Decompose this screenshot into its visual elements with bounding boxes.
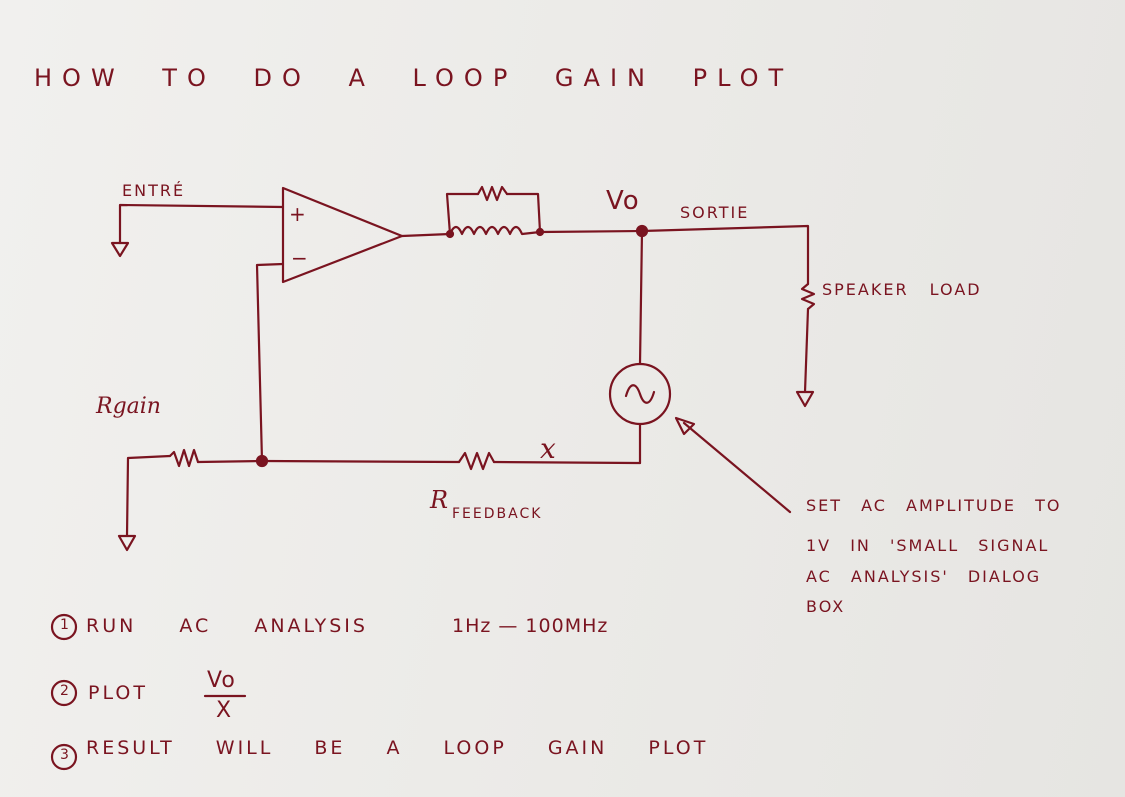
output-inductor — [448, 225, 542, 236]
speaker-load-label: SPEAKER LOAD — [822, 280, 982, 299]
step1-text: RUN AC ANALYSIS — [86, 615, 368, 637]
node-x-label: x — [540, 432, 556, 465]
load-ground-symbol — [795, 390, 815, 408]
load-wire-bottom — [803, 307, 810, 394]
step2-number: 2 — [60, 683, 69, 699]
input-label: ENTRÉ — [122, 181, 186, 200]
input-ground-symbol — [110, 241, 130, 258]
note-line-4: BOX — [806, 597, 846, 616]
vo-label: Vo — [606, 186, 640, 216]
feedback-wire-left — [260, 459, 461, 464]
note-arrow-head — [674, 416, 696, 436]
step1-range: 1Hz — 100MHz — [452, 615, 609, 637]
step1-circle — [50, 613, 78, 641]
speaker-load-resistor — [800, 282, 816, 311]
rgain-ground-symbol — [117, 534, 137, 552]
opamp-plus-label: + — [289, 202, 309, 226]
step3-number: 3 — [60, 747, 69, 763]
rgain-label: Rgain — [96, 394, 161, 419]
opamp-minus-label: − — [291, 246, 311, 270]
opamp-symbol — [281, 186, 404, 284]
opamp-output-wire — [400, 232, 452, 238]
note-line-1: SET AC AMPLITUDE TO — [806, 496, 1062, 515]
step3-text: RESULT WILL BE A LOOP GAIN PLOT — [86, 737, 709, 759]
node-inductor-left — [445, 229, 455, 239]
rfeedback-label: R — [430, 486, 449, 514]
note-arrow-shaft — [682, 421, 792, 514]
input-wire — [118, 203, 285, 245]
step2-fraction-denominator: X — [216, 698, 235, 723]
rgain-wire-right — [196, 459, 264, 464]
rfeedback-subscript: FEEDBACK — [452, 506, 543, 522]
damping-network-right — [505, 192, 542, 234]
step2-text: PLOT — [88, 682, 148, 704]
step3-circle — [50, 743, 78, 771]
step2-circle — [50, 679, 78, 707]
feedback-resistor — [457, 451, 496, 471]
inverting-input-wire — [255, 262, 285, 463]
rgain-wire-left — [125, 454, 172, 538]
damping-resistor — [476, 185, 509, 202]
page-title: HOW TO DO A LOOP GAIN PLOT — [34, 64, 794, 92]
note-line-3: AC ANALYSIS' DIALOG — [806, 567, 1042, 586]
rgain-resistor — [168, 448, 200, 468]
feedback-wire-right — [492, 460, 642, 465]
source-wire-top — [638, 229, 644, 366]
step2-fraction-numerator: Vo — [207, 668, 236, 693]
ac-source-wave — [624, 384, 656, 404]
output-wire — [538, 229, 644, 234]
output-label: SORTIE — [680, 203, 750, 222]
step1-number: 1 — [60, 617, 69, 633]
load-wire-top — [640, 224, 810, 286]
damping-network-left — [445, 192, 480, 236]
note-line-2: 1V IN 'SMALL SIGNAL — [806, 536, 1050, 555]
